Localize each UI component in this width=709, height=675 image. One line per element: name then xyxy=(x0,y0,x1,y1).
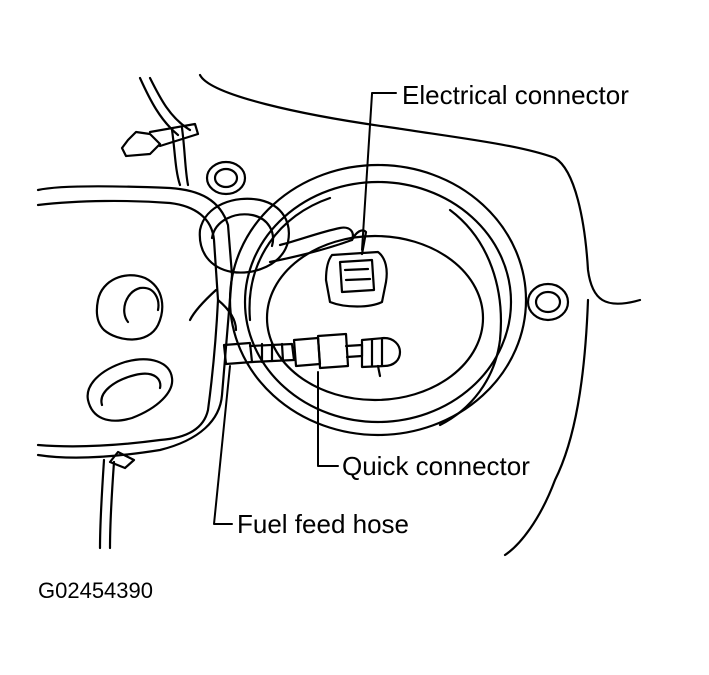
figure-id: G02454390 xyxy=(38,578,153,603)
access-hole-rings xyxy=(228,163,528,437)
fuel-feed-hose-label: Fuel feed hose xyxy=(237,509,410,539)
small-grommet-right xyxy=(526,282,570,322)
flange-oval-hole-lower xyxy=(86,358,174,422)
large-grommet xyxy=(198,197,354,274)
lower-wire xyxy=(98,458,116,550)
wire-harness xyxy=(138,76,192,187)
electrical-connector-label: Electrical connector xyxy=(402,80,629,110)
leader-fuel xyxy=(213,365,233,525)
quick-connector-part xyxy=(292,332,402,378)
electrical-connector-part xyxy=(324,229,388,308)
leader-quick xyxy=(317,371,339,467)
left-flange-plate xyxy=(36,185,238,459)
lower-clip xyxy=(108,450,136,470)
leader-lines xyxy=(213,92,397,525)
fuel-feed-hose-part xyxy=(222,341,296,366)
flange-oval-hole-upper xyxy=(95,274,164,341)
body-panel-outline xyxy=(198,73,642,557)
small-grommet-top xyxy=(205,160,247,196)
wire-clip xyxy=(120,122,200,158)
leader-electrical xyxy=(361,92,397,251)
quick-connector-label: Quick connector xyxy=(342,451,530,481)
